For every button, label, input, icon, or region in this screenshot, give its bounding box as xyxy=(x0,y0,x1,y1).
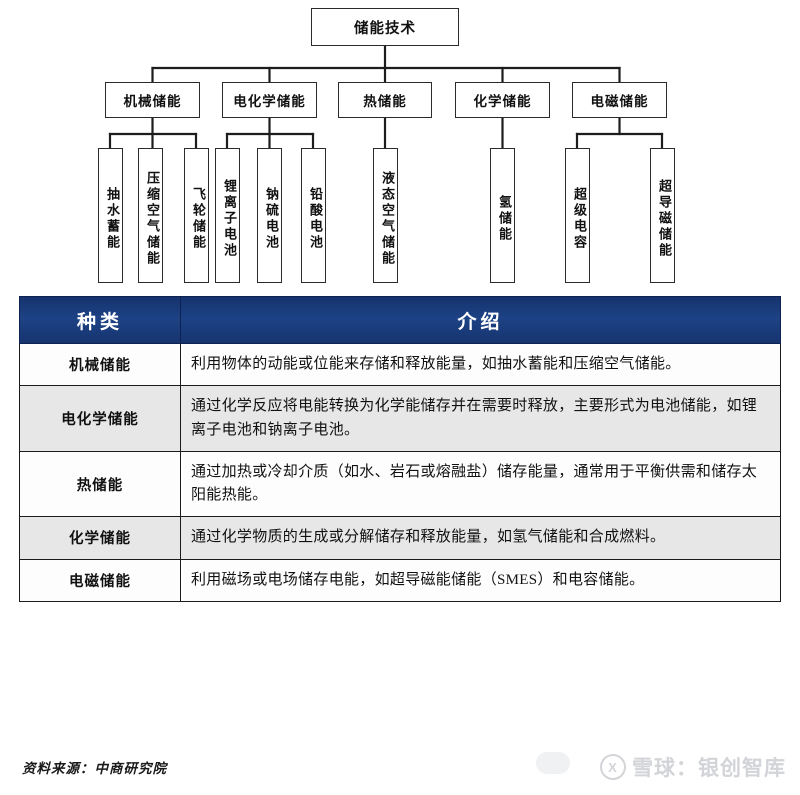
tree-node-mechanical-label: 机械储能 xyxy=(123,94,182,109)
table-cell-desc: 利用磁场或电场储存电能，如超导磁能储能（SMES）和电容储能。 xyxy=(180,558,781,602)
tree-node-electrochemical-label: 电化学储能 xyxy=(233,94,306,109)
tree-leaf-pumped-hydro[interactable]: 抽水蓄能 xyxy=(98,148,123,283)
table-row: 化学储能 通过化学物质的生成或分解储存和释放能量，如氢气储能和合成燃料。 xyxy=(19,516,781,560)
table-cell-desc: 通过化学物质的生成或分解储存和释放能量，如氢气储能和合成燃料。 xyxy=(180,516,781,560)
table-row: 热储能 通过加热或冷却介质（如水、岩石或熔融盐）储存能量，通常用于平衡供需和储存… xyxy=(19,450,781,518)
tree-leaf-lead-acid-battery-label: 铅酸电池 xyxy=(308,186,323,251)
table-header-type: 种类 xyxy=(19,296,181,344)
table-cell-desc: 通过化学反应将电能转换为化学能储存并在需要时释放，主要形式为电池储能，如锂离子电… xyxy=(180,385,781,452)
tree-leaf-supercapacitor-label: 超级电容 xyxy=(572,186,587,251)
table-cell-type: 机械储能 xyxy=(19,342,181,387)
table-body: 机械储能 利用物体的动能或位能来存储和释放能量，如抽水蓄能和压缩空气储能。 电化… xyxy=(19,342,781,602)
watermark-text: 雪球：银创智库 xyxy=(632,757,786,780)
storage-types-table-container: 种类 介绍 机械储能 利用物体的动能或位能来存储和释放能量，如抽水蓄能和压缩空气… xyxy=(19,296,781,602)
tree-node-electromagnetic[interactable]: 电磁储能 xyxy=(572,82,667,118)
table-cell-type: 化学储能 xyxy=(19,516,181,560)
tree-node-root-label: 储能技术 xyxy=(354,20,416,37)
tree-leaf-lithium-ion-battery-label: 锂离子电池 xyxy=(222,178,237,259)
watermark: X 雪球：银创智库 xyxy=(600,752,786,782)
tree-leaf-hydrogen[interactable]: 氢储能 xyxy=(490,148,515,283)
tree-node-electrochemical[interactable]: 电化学储能 xyxy=(222,82,317,118)
storage-types-table: 种类 介绍 机械储能 利用物体的动能或位能来存储和释放能量，如抽水蓄能和压缩空气… xyxy=(19,296,781,602)
tree-leaf-supercapacitor[interactable]: 超级电容 xyxy=(565,148,590,283)
tree-leaf-flywheel[interactable]: 飞轮储能 xyxy=(184,148,209,283)
tree-node-thermal[interactable]: 热储能 xyxy=(338,82,432,118)
table-row: 电磁储能 利用磁场或电场储存电能，如超导磁能储能（SMES）和电容储能。 xyxy=(19,558,781,602)
table-row: 机械储能 利用物体的动能或位能来存储和释放能量，如抽水蓄能和压缩空气储能。 xyxy=(19,342,781,387)
tree-leaf-superconducting-magnetic[interactable]: 超导磁储能 xyxy=(650,148,675,283)
tree-node-root[interactable]: 储能技术 xyxy=(311,8,459,46)
tree-node-mechanical[interactable]: 机械储能 xyxy=(105,82,200,118)
table-header-row: 种类 介绍 xyxy=(19,296,781,344)
tree-node-electromagnetic-label: 电磁储能 xyxy=(590,94,649,109)
tree-leaf-compressed-air[interactable]: 压缩空气储能 xyxy=(138,148,163,283)
tree-leaf-liquid-air-label: 液态空气储能 xyxy=(380,170,395,267)
tree-connector-lines xyxy=(108,44,664,150)
table-header-intro: 介绍 xyxy=(180,296,781,344)
table-cell-desc: 利用物体的动能或位能来存储和释放能量，如抽水蓄能和压缩空气储能。 xyxy=(180,342,781,387)
table-cell-type: 电磁储能 xyxy=(19,558,181,602)
tree-leaf-compressed-air-label: 压缩空气储能 xyxy=(145,170,160,267)
table-cell-desc: 通过加热或冷却介质（如水、岩石或熔融盐）储存能量，通常用于平衡供需和储存太阳能热… xyxy=(180,450,781,518)
tree-leaf-sodium-sulfur-battery[interactable]: 钠硫电池 xyxy=(257,148,282,283)
table-cell-type: 电化学储能 xyxy=(19,385,181,452)
tree-leaf-liquid-air[interactable]: 液态空气储能 xyxy=(373,148,398,283)
tree-leaf-hydrogen-label: 氢储能 xyxy=(497,194,512,243)
tree-leaf-sodium-sulfur-battery-label: 钠硫电池 xyxy=(264,186,279,251)
tree-leaf-flywheel-label: 飞轮储能 xyxy=(191,186,206,251)
tree-leaf-lithium-ion-battery[interactable]: 锂离子电池 xyxy=(215,148,240,283)
xueqiu-logo-icon: X xyxy=(600,754,626,780)
table-header: 种类 介绍 xyxy=(19,296,781,344)
table-row: 电化学储能 通过化学反应将电能转换为化学能储存并在需要时释放，主要形式为电池储能… xyxy=(19,385,781,452)
tree-node-thermal-label: 热储能 xyxy=(363,94,407,109)
tree-leaf-pumped-hydro-label: 抽水蓄能 xyxy=(105,186,120,251)
tree-leaf-superconducting-magnetic-label: 超导磁储能 xyxy=(657,178,672,259)
tree-leaf-lead-acid-battery[interactable]: 铅酸电池 xyxy=(301,148,326,283)
source-note: 资料来源：中商研究院 xyxy=(22,761,167,776)
storage-technology-tree-diagram: 储能技术 机械储能 电化学储能 热储能 化学储能 电磁储能 抽水蓄能 压缩空气储… xyxy=(0,0,800,292)
watermark-ghost-shape xyxy=(536,752,570,774)
table-cell-type: 热储能 xyxy=(19,450,181,518)
tree-node-chemical-label: 化学储能 xyxy=(473,94,532,109)
tree-node-chemical[interactable]: 化学储能 xyxy=(455,82,550,118)
